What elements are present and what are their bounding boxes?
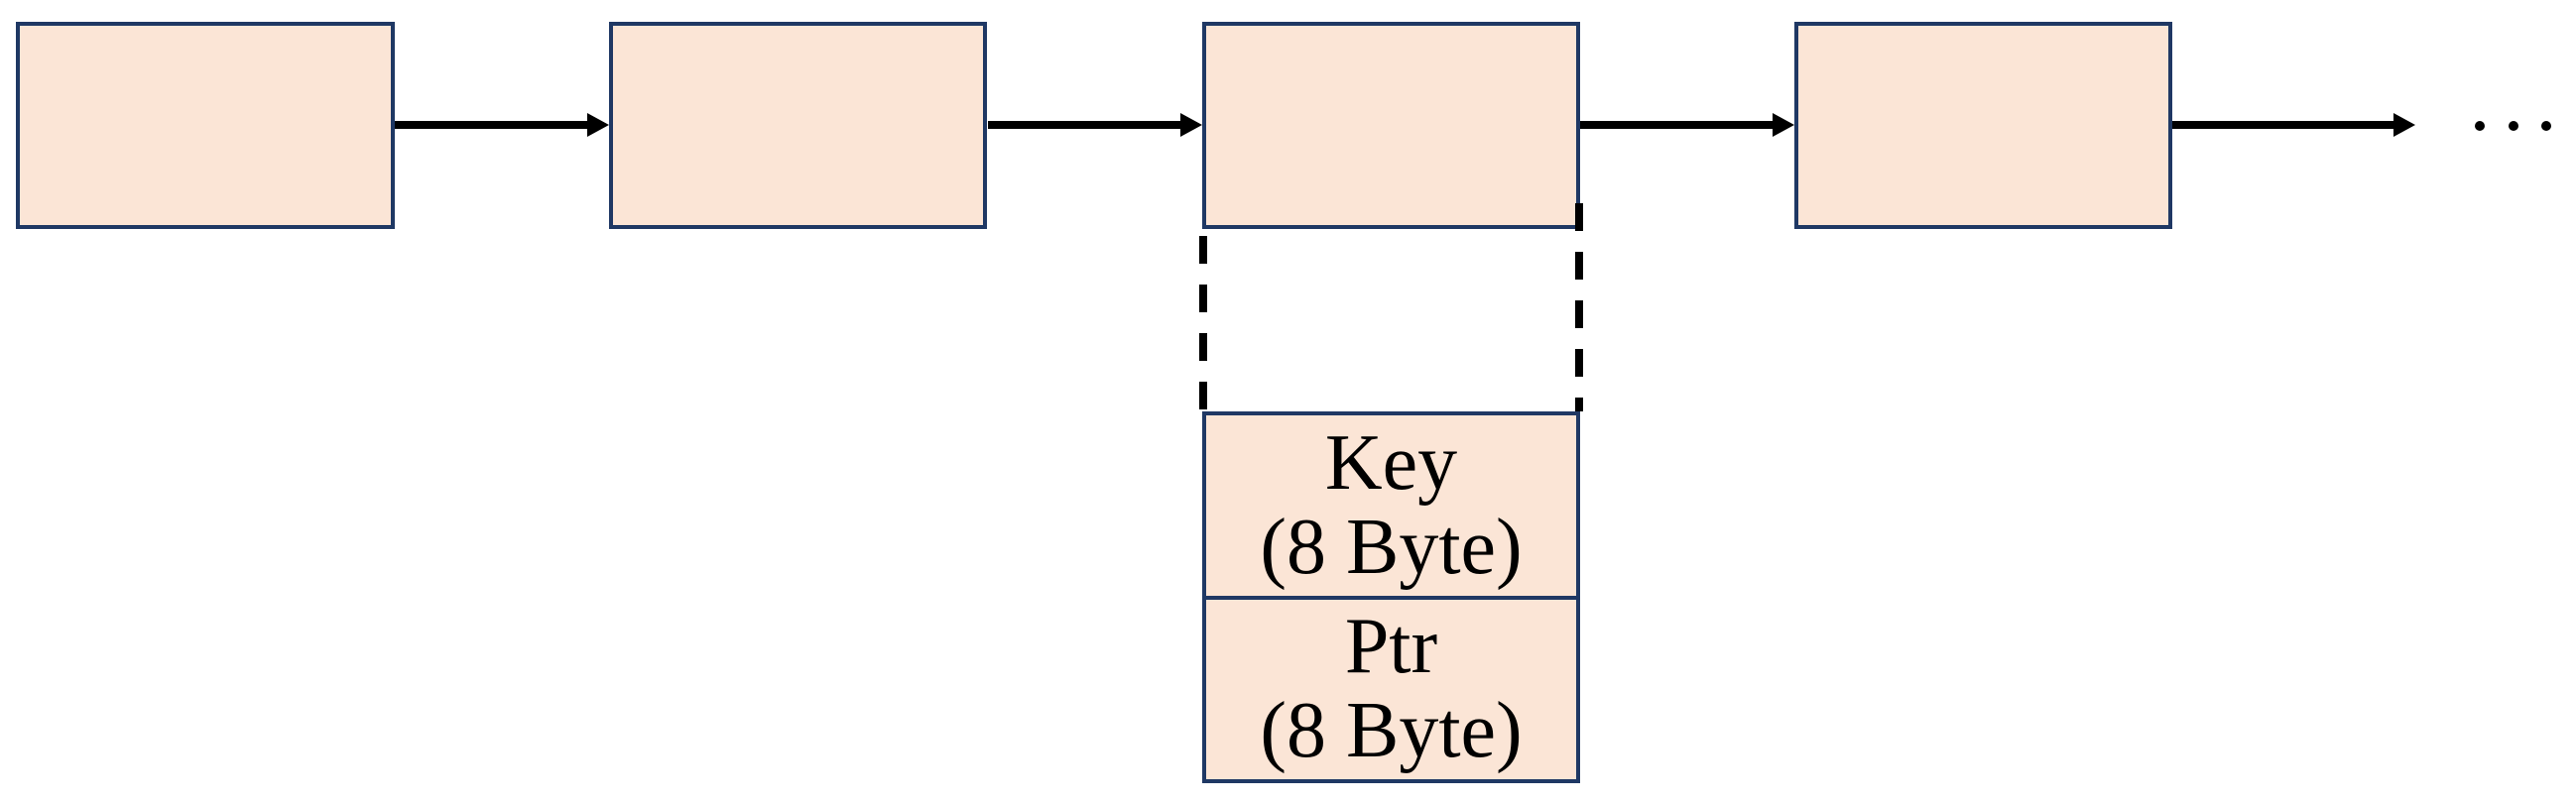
ptr-cell-size: (8 Byte) xyxy=(1260,687,1523,775)
key-cell: Key (8 Byte) xyxy=(1206,415,1576,596)
key-cell-size: (8 Byte) xyxy=(1260,503,1523,591)
node-detail-box: Key (8 Byte) Ptr (8 Byte) xyxy=(1202,411,1580,783)
arrow-head-icon xyxy=(587,113,609,137)
ellipsis-dot xyxy=(2541,121,2551,131)
arrow-shaft xyxy=(988,121,1182,129)
arrow-shaft xyxy=(395,121,589,129)
dashed-connector-right xyxy=(1575,203,1583,411)
dashed-connector-left xyxy=(1199,236,1207,411)
arrow-shaft xyxy=(1580,121,1775,129)
ptr-cell-label: Ptr xyxy=(1344,603,1438,691)
arrow-shaft xyxy=(2172,121,2393,129)
ellipsis-dot xyxy=(2509,121,2518,131)
list-node-4 xyxy=(1794,22,2172,229)
ptr-cell: Ptr (8 Byte) xyxy=(1206,595,1576,780)
ellipsis-dot xyxy=(2475,121,2485,131)
list-node-3 xyxy=(1202,22,1580,229)
arrow-head-icon xyxy=(1773,113,1794,137)
list-node-1 xyxy=(16,22,395,229)
arrow-head-icon xyxy=(1180,113,1202,137)
list-node-2 xyxy=(609,22,987,229)
arrow-head-icon xyxy=(2393,113,2415,137)
key-cell-label: Key xyxy=(1324,418,1458,507)
